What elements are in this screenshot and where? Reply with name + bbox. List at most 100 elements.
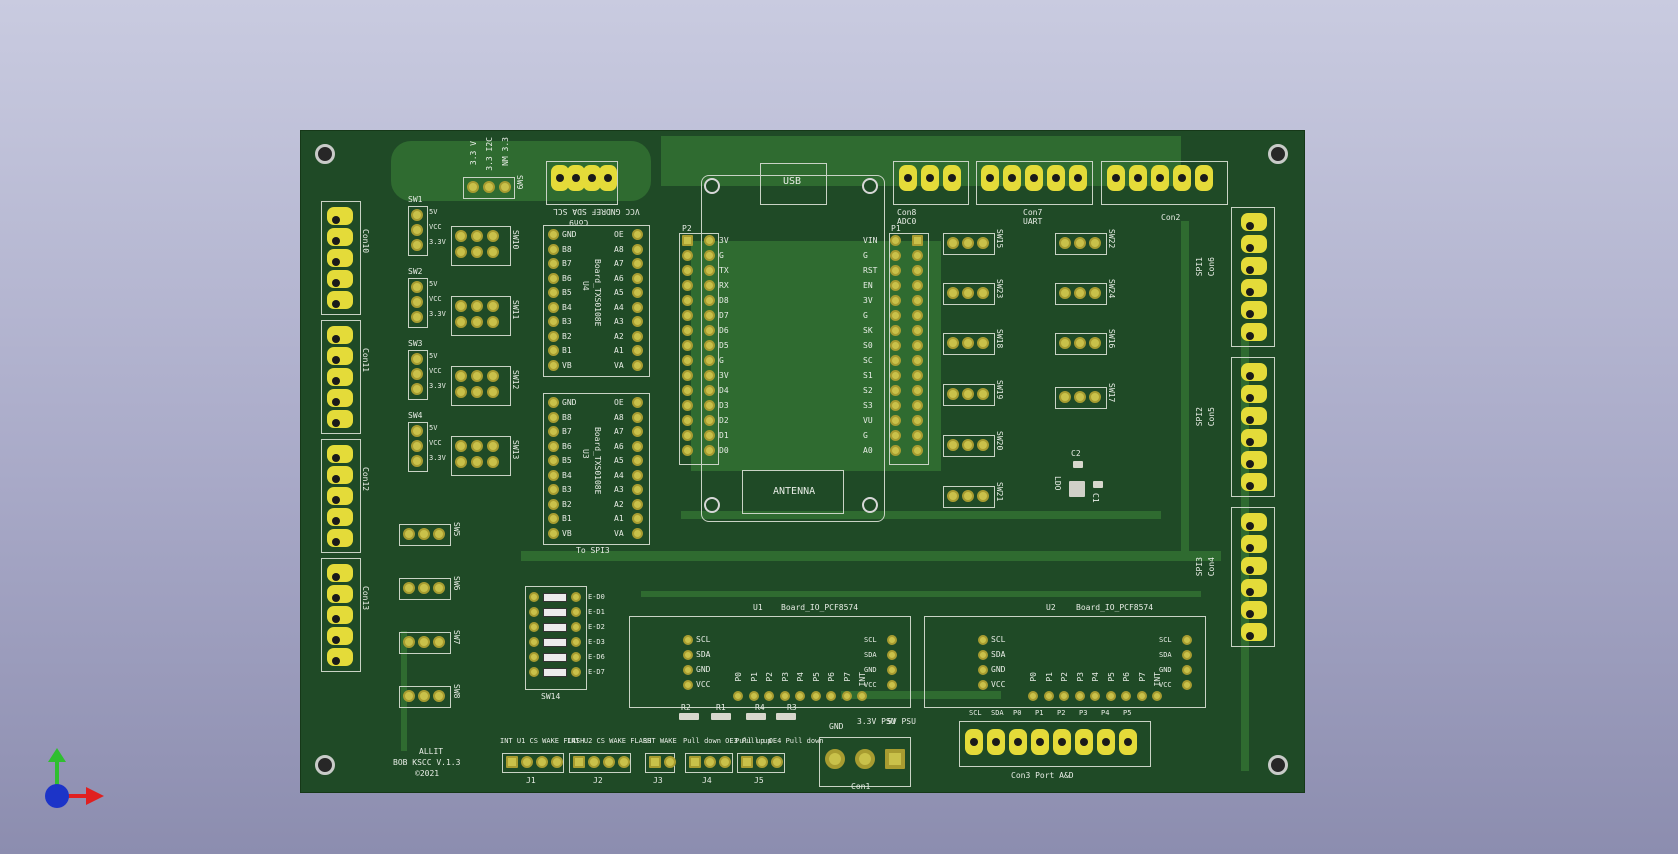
switch-pad[interactable]	[962, 439, 974, 451]
header-pin[interactable]	[506, 756, 518, 768]
chip-pin[interactable]	[548, 229, 559, 240]
pcf-pin[interactable]	[1136, 691, 1147, 701]
connector-pin[interactable]	[327, 445, 353, 463]
connector-pin[interactable]	[327, 529, 353, 547]
con9-pin[interactable]	[567, 165, 585, 191]
esp-pin[interactable]	[682, 430, 693, 441]
esp-pin[interactable]	[890, 250, 901, 261]
esp-pin[interactable]	[704, 445, 715, 456]
header-pin[interactable]	[536, 756, 548, 768]
esp-pin[interactable]	[912, 415, 923, 426]
dip-pad[interactable]	[571, 637, 581, 647]
chip-pin[interactable]	[632, 513, 643, 524]
connector-pin[interactable]	[327, 291, 353, 309]
switch-pad[interactable]	[1059, 287, 1071, 299]
switch-pad[interactable]	[1059, 237, 1071, 249]
esp-pin[interactable]	[682, 445, 693, 456]
esp-pin[interactable]	[682, 250, 693, 261]
esp-pin[interactable]	[682, 355, 693, 366]
spi-pin[interactable]	[1241, 579, 1267, 597]
esp-pin[interactable]	[912, 355, 923, 366]
switch-pad[interactable]	[487, 246, 499, 258]
switch-pad[interactable]	[977, 388, 989, 400]
con8-pin[interactable]	[921, 165, 939, 191]
esp-pin[interactable]	[890, 445, 901, 456]
pcf-pin[interactable]	[1059, 691, 1069, 701]
switch-pad[interactable]	[411, 368, 423, 380]
esp-pin[interactable]	[912, 430, 923, 441]
chip-pin[interactable]	[632, 330, 643, 342]
chip-pin[interactable]	[632, 316, 643, 327]
spi-pin[interactable]	[1241, 363, 1267, 381]
esp-pin[interactable]	[890, 400, 901, 411]
esp-pin[interactable]	[912, 370, 923, 381]
esp-pin[interactable]	[682, 340, 693, 351]
switch-pad[interactable]	[403, 636, 415, 648]
spi-pin[interactable]	[1241, 407, 1267, 425]
pcf-pin[interactable]	[1028, 691, 1038, 701]
chip-pin[interactable]	[548, 243, 559, 255]
switch-pad[interactable]	[455, 440, 467, 452]
con9-pin[interactable]	[599, 165, 617, 191]
switch-pad[interactable]	[455, 456, 467, 468]
pcf-pin[interactable]	[857, 691, 867, 701]
switch-pad[interactable]	[418, 636, 430, 648]
dip-switch[interactable]	[543, 638, 567, 647]
chip-pin[interactable]	[632, 426, 643, 437]
header-pin[interactable]	[719, 756, 731, 768]
dip-pad[interactable]	[571, 607, 581, 617]
esp-pin[interactable]	[890, 280, 901, 291]
esp-pin[interactable]	[704, 235, 715, 246]
chip-pin[interactable]	[548, 359, 559, 371]
switch-pad[interactable]	[411, 224, 423, 236]
pcf-pin[interactable]	[1043, 691, 1054, 701]
esp-pin[interactable]	[704, 325, 715, 336]
switch-pad[interactable]	[411, 209, 423, 221]
dip-pad[interactable]	[529, 622, 539, 632]
con2-pin[interactable]	[1129, 165, 1147, 191]
switch-pad[interactable]	[1089, 337, 1101, 349]
con9-pin[interactable]	[551, 165, 569, 191]
esp-pin[interactable]	[704, 250, 715, 261]
dip-switch[interactable]	[543, 653, 567, 662]
switch-pad[interactable]	[455, 300, 467, 312]
spi-pin[interactable]	[1241, 279, 1267, 297]
header-pin[interactable]	[689, 756, 701, 768]
dip-switch[interactable]	[543, 608, 567, 617]
con3-pin[interactable]	[1053, 729, 1071, 755]
esp-pin[interactable]	[912, 265, 923, 276]
chip-pin[interactable]	[548, 484, 559, 495]
connector-pin[interactable]	[327, 585, 353, 603]
switch-pad[interactable]	[433, 636, 445, 648]
chip-pin[interactable]	[548, 527, 559, 539]
connector-pin[interactable]	[327, 410, 353, 428]
esp-pin[interactable]	[890, 235, 901, 246]
con2-pin[interactable]	[1195, 165, 1213, 191]
switch-pad[interactable]	[962, 237, 974, 249]
switch-pad[interactable]	[471, 230, 483, 242]
chip-pin[interactable]	[632, 359, 643, 371]
esp-pin[interactable]	[704, 385, 715, 396]
pcf-pin[interactable]	[683, 650, 693, 660]
switch-pad[interactable]	[487, 230, 499, 242]
esp-pin[interactable]	[912, 250, 923, 261]
switch-pad[interactable]	[433, 690, 445, 702]
switch-pad[interactable]	[977, 439, 989, 451]
esp-pin[interactable]	[890, 385, 901, 396]
connector-pin[interactable]	[327, 389, 353, 407]
esp-pin[interactable]	[912, 280, 923, 291]
dip-pad[interactable]	[529, 607, 539, 617]
esp-pin[interactable]	[682, 370, 693, 381]
switch-pad[interactable]	[1074, 391, 1086, 403]
esp-pin[interactable]	[704, 355, 715, 366]
switch-pad[interactable]	[471, 300, 483, 312]
switch-pad[interactable]	[947, 337, 959, 349]
spi-pin[interactable]	[1241, 323, 1267, 341]
switch-pad[interactable]	[1059, 391, 1071, 403]
pcf-pin[interactable]	[841, 691, 852, 701]
pad[interactable]	[483, 181, 495, 193]
chip-pin[interactable]	[632, 287, 643, 298]
con7-pin[interactable]	[981, 165, 999, 191]
connector-pin[interactable]	[327, 249, 353, 267]
